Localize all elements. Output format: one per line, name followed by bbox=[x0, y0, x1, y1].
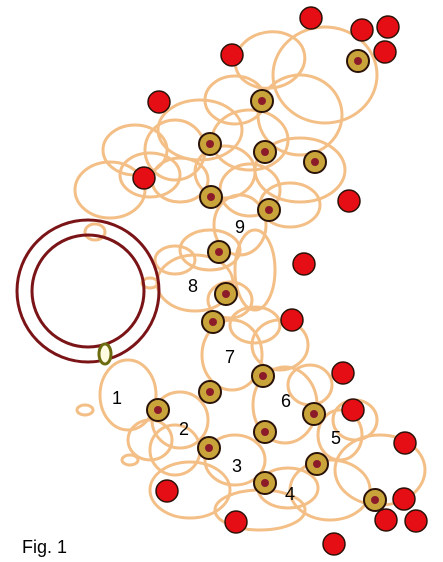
thread-loop bbox=[153, 244, 197, 276]
thread-loop bbox=[203, 433, 267, 487]
red-bead bbox=[393, 431, 417, 455]
thread-loop bbox=[126, 418, 174, 462]
center-ring-clip bbox=[97, 342, 113, 366]
thread-loop bbox=[73, 160, 147, 220]
red-bead bbox=[155, 479, 179, 503]
gold-bead bbox=[363, 488, 387, 512]
red-bead bbox=[224, 510, 248, 534]
ring-number-9: 9 bbox=[235, 217, 245, 237]
beads bbox=[132, 6, 428, 556]
gold-bead bbox=[198, 380, 222, 404]
gold-bead bbox=[207, 240, 231, 264]
red-bead bbox=[373, 40, 397, 64]
red-bead bbox=[132, 166, 156, 190]
red-bead bbox=[292, 252, 316, 276]
red-bead bbox=[331, 361, 355, 385]
gold-bead bbox=[146, 398, 170, 422]
gold-bead bbox=[302, 402, 326, 426]
gold-bead bbox=[253, 420, 277, 444]
thread-loop bbox=[206, 280, 254, 320]
thread-picot bbox=[83, 222, 107, 242]
ring-number-5: 5 bbox=[331, 428, 341, 448]
red-bead bbox=[376, 15, 400, 39]
thread-loop bbox=[233, 228, 277, 312]
thread-loop bbox=[156, 98, 244, 162]
thread-loop bbox=[253, 136, 347, 204]
thread-loop bbox=[286, 363, 334, 407]
gold-bead bbox=[198, 132, 222, 156]
gold-bead bbox=[253, 471, 277, 495]
ring-number-7: 7 bbox=[225, 347, 235, 367]
ring-labels: 1 2 3 4 5 6 7 8 9 bbox=[112, 217, 341, 504]
gold-bead bbox=[257, 198, 281, 222]
ring-number-3: 3 bbox=[232, 456, 242, 476]
ring-number-8: 8 bbox=[188, 276, 198, 296]
thread-loop bbox=[256, 73, 344, 157]
red-bead bbox=[322, 532, 346, 556]
red-bead bbox=[299, 6, 323, 30]
thread-loop bbox=[98, 358, 158, 432]
gold-bead bbox=[305, 452, 329, 476]
gold-bead bbox=[346, 49, 370, 73]
thread-loops bbox=[73, 25, 427, 532]
gold-bead bbox=[199, 185, 223, 209]
thread-loop bbox=[288, 458, 372, 522]
figure-caption: Fig. 1 bbox=[22, 537, 67, 557]
thread-loop bbox=[148, 423, 202, 477]
thread-loop bbox=[148, 460, 232, 520]
red-bead bbox=[147, 90, 171, 114]
ring-number-2: 2 bbox=[179, 419, 189, 439]
gold-bead bbox=[197, 436, 221, 460]
thread-loop bbox=[228, 305, 282, 345]
thread-picot bbox=[75, 403, 95, 417]
red-bead bbox=[220, 43, 244, 67]
thread-picot bbox=[120, 453, 140, 467]
thread-loop bbox=[101, 123, 169, 177]
red-bead bbox=[341, 398, 365, 422]
gold-bead bbox=[303, 150, 327, 174]
red-bead bbox=[350, 18, 374, 42]
red-bead bbox=[280, 308, 304, 332]
thread-loop bbox=[178, 228, 242, 272]
center-ring-inner bbox=[30, 233, 146, 349]
gold-bead bbox=[251, 364, 275, 388]
thread-loop bbox=[118, 151, 182, 199]
center-ring bbox=[15, 218, 161, 364]
red-bead bbox=[374, 508, 398, 532]
gold-bead bbox=[201, 310, 225, 334]
gold-bead bbox=[253, 140, 277, 164]
gold-bead bbox=[250, 89, 274, 113]
red-bead bbox=[337, 189, 361, 213]
center-ring-outer bbox=[15, 218, 161, 364]
ring-number-4: 4 bbox=[285, 484, 295, 504]
thread-loop bbox=[271, 25, 379, 125]
gold-bead bbox=[214, 282, 238, 306]
thread-loop bbox=[210, 108, 290, 172]
ring-number-6: 6 bbox=[281, 391, 291, 411]
ring-number-1: 1 bbox=[112, 388, 122, 408]
red-bead bbox=[404, 509, 428, 533]
red-bead bbox=[392, 487, 416, 511]
